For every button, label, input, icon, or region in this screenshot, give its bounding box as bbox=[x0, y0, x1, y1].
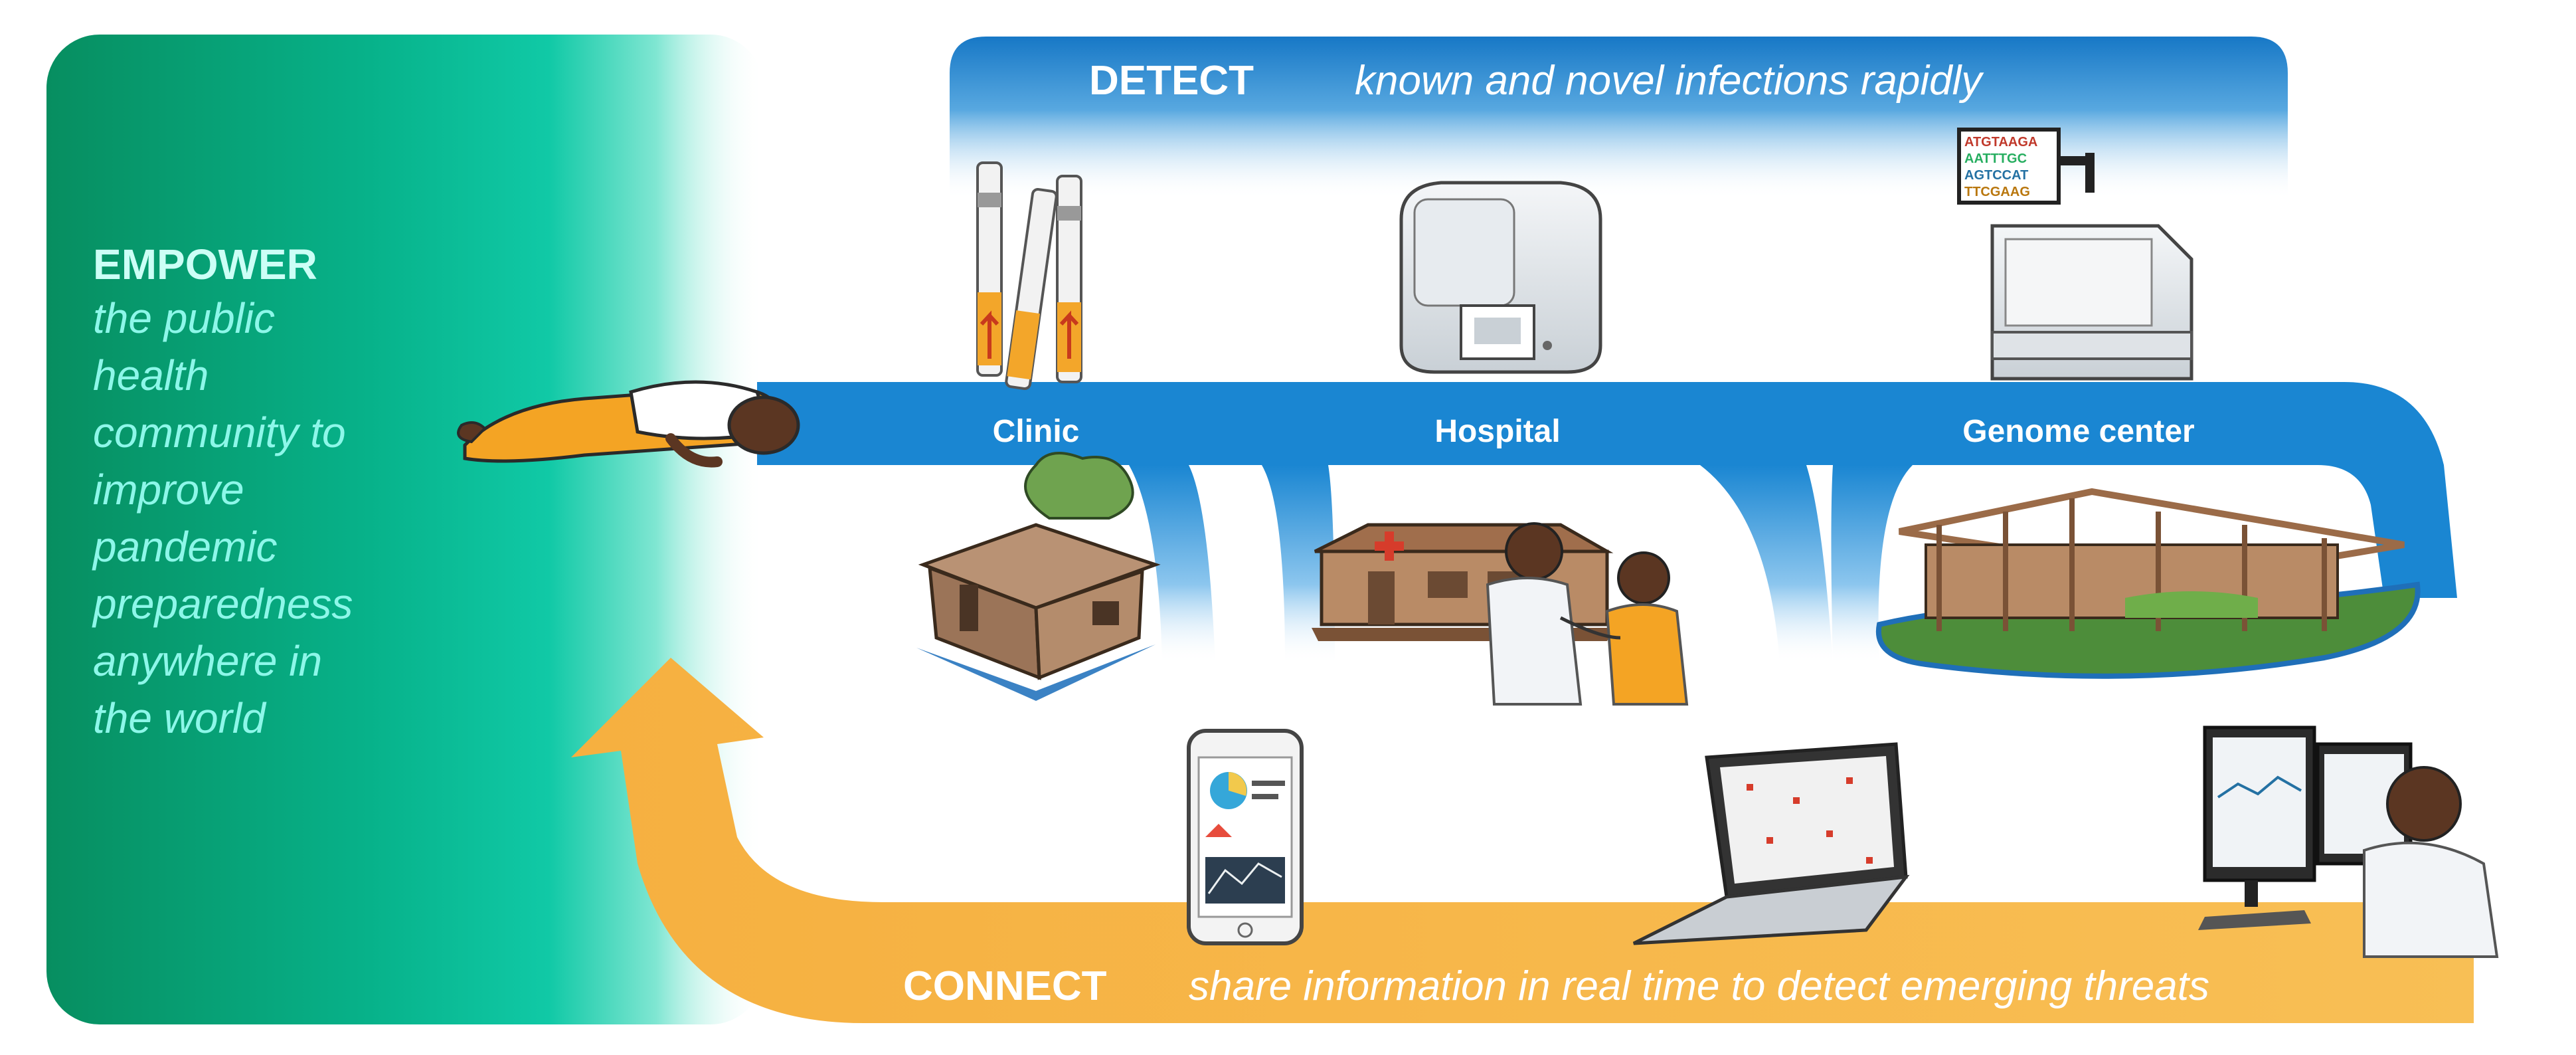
empower-text-block: EMPOWER the public health community to i… bbox=[93, 239, 465, 747]
sequence-line-3: AGTCCAT bbox=[1964, 168, 2028, 183]
empower-panel bbox=[46, 35, 764, 1024]
label-hospital: Hospital bbox=[1434, 414, 1560, 449]
laptop-map bbox=[1632, 742, 1910, 945]
analyst-workstation bbox=[2198, 725, 2499, 958]
connect-title: CONNECT bbox=[903, 963, 1107, 1009]
diagnostic-analyzer bbox=[1399, 181, 1602, 374]
label-clinic: Clinic bbox=[993, 414, 1080, 449]
empower-line: the public bbox=[93, 294, 275, 342]
connect-arrow-band bbox=[571, 658, 2474, 1023]
sequence-line-2: AATTTGC bbox=[1964, 151, 2027, 166]
sick-patient-figure bbox=[457, 380, 800, 468]
empower-line: health bbox=[93, 351, 209, 399]
detect-tagline: known and novel infections rapidly bbox=[1355, 58, 1984, 104]
empower-line: preparedness bbox=[93, 580, 353, 628]
detect-flow-band bbox=[757, 382, 2457, 598]
flow-drop-center bbox=[1700, 465, 1833, 664]
empower-line: the world bbox=[93, 694, 266, 742]
smartphone-dashboard bbox=[1187, 729, 1304, 945]
detect-banner bbox=[950, 37, 2288, 199]
genome-center-building bbox=[1875, 488, 2421, 679]
sequence-line-4: TTCGAAG bbox=[1964, 185, 2030, 199]
empower-title: EMPOWER bbox=[93, 240, 317, 288]
clinic-hut bbox=[916, 452, 1161, 701]
doctor-with-patient bbox=[1486, 522, 1689, 706]
connect-tagline: share information in real time to detect… bbox=[1189, 963, 2209, 1009]
flow-drop-hospital bbox=[1262, 465, 1335, 664]
rapid-test-strips bbox=[976, 161, 1082, 391]
empower-line: improve bbox=[93, 466, 244, 514]
label-genome-center: Genome center bbox=[1962, 414, 2194, 449]
genome-sequencer: ATGTAAGA AATTTGC AGTCCAT TTCGAAG bbox=[1957, 128, 2193, 381]
detect-title: DETECT bbox=[1089, 58, 1254, 104]
flow-drop-genome bbox=[1831, 465, 1913, 664]
empower-line: community to bbox=[93, 409, 346, 456]
empower-line: anywhere in bbox=[93, 637, 323, 685]
flow-drop-clinic bbox=[1129, 465, 1215, 664]
sequence-line-1: ATGTAAGA bbox=[1964, 135, 2037, 149]
empower-line: pandemic bbox=[93, 523, 278, 571]
